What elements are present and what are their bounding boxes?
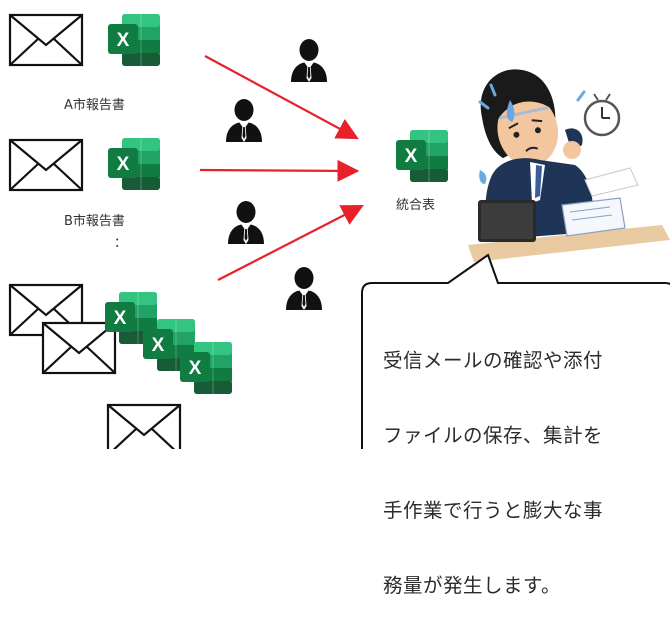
consolidated-label: 統合表 [396, 198, 436, 213]
diagram-canvas: X [8, 13, 670, 449]
person-icon [291, 39, 327, 82]
excel-icon [107, 13, 161, 67]
bubble-line: 手作業で行うと膨大な事 [383, 499, 604, 522]
bubble-line: 受信メールの確認や添付 [383, 349, 604, 372]
speech-bubble [361, 253, 670, 449]
report-b-label: B市報告書 [64, 214, 125, 229]
arrow-a-to-consolidated [204, 55, 359, 140]
bubble-line: ファイルの保存、集計を [383, 424, 604, 447]
envelope-icon [41, 321, 117, 375]
report-a-label: A市報告書 [64, 98, 125, 113]
arrow-b-to-consolidated [199, 159, 360, 182]
envelope-icon [106, 403, 182, 449]
bubble-line: 務量が発生します。 [383, 574, 562, 597]
excel-icon [107, 137, 161, 191]
person-icon [226, 99, 262, 142]
busy-worker-illustration [468, 69, 670, 262]
bubble-text: 受信メールの確認や添付 ファイルの保存、集計を 手作業で行うと膨大な事 務量が発… [383, 298, 670, 623]
envelope-icon [8, 138, 84, 192]
person-icon [228, 201, 264, 244]
arrow-others-to-consolidated [217, 204, 364, 281]
ellipsis-label: ： [114, 236, 128, 251]
person-icon [286, 267, 322, 310]
envelope-icon [8, 13, 84, 67]
excel-icon [395, 129, 449, 183]
